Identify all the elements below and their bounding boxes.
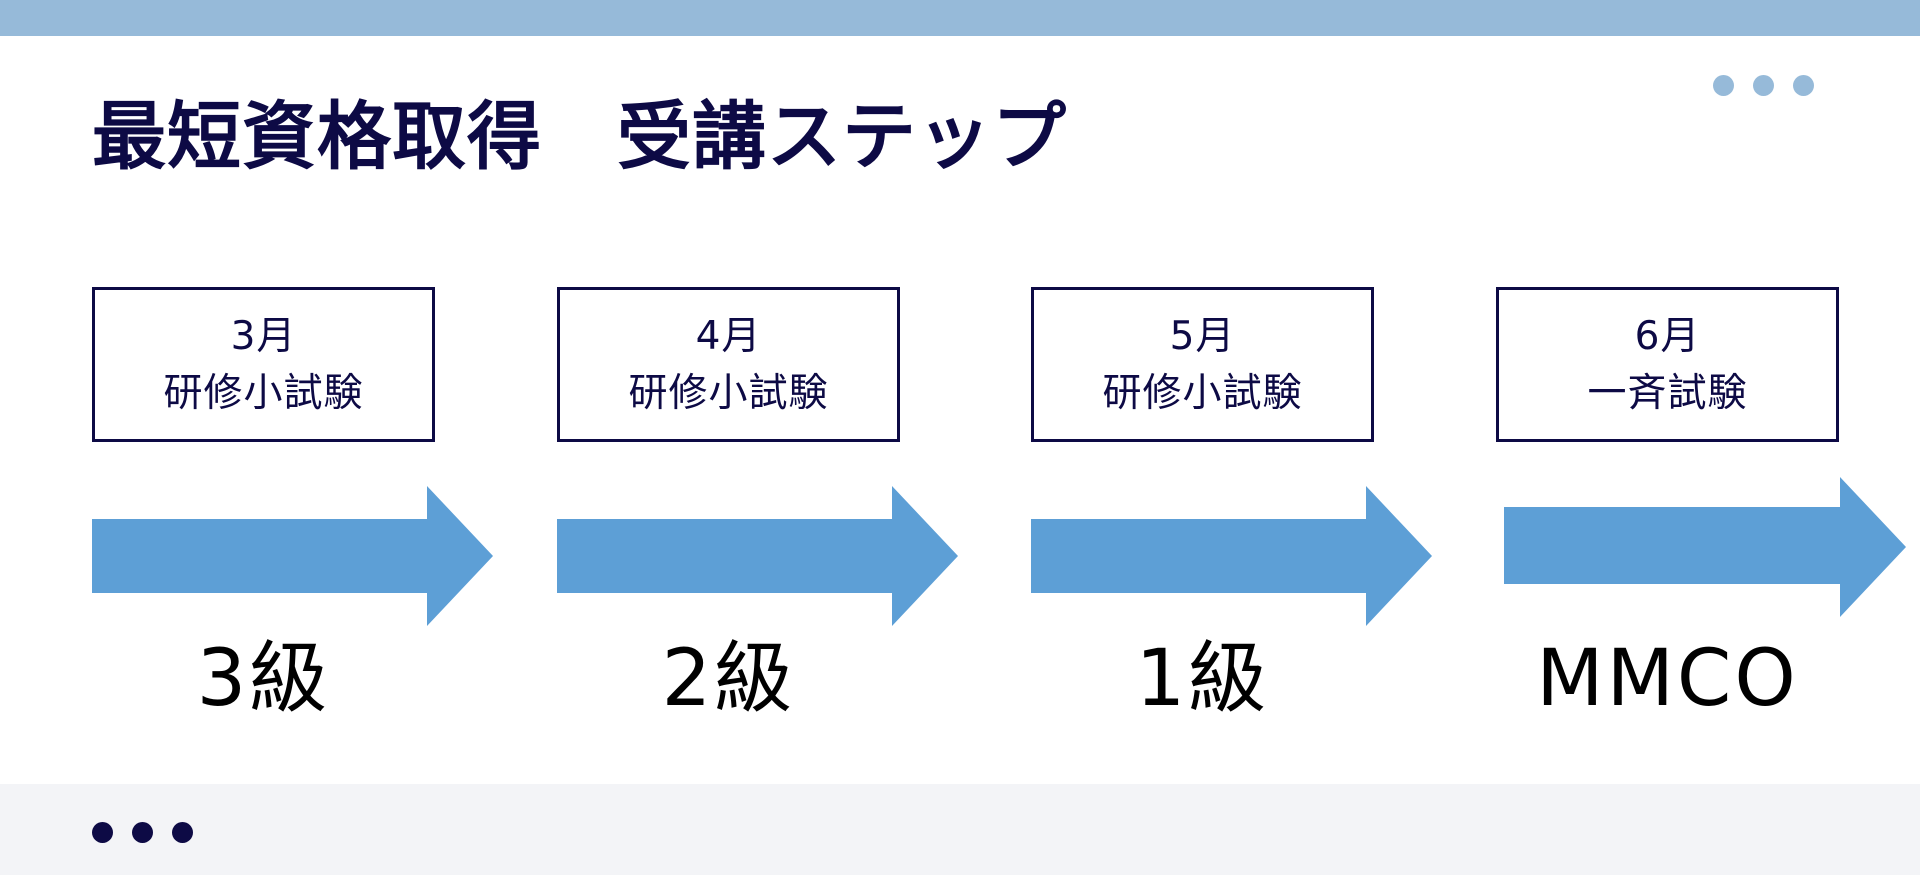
- decor-dot-icon: [1753, 75, 1774, 96]
- decor-dot-icon: [172, 822, 193, 843]
- step-month: 3月: [230, 313, 297, 359]
- decor-dot-icon: [132, 822, 153, 843]
- arrow-right-icon: [557, 486, 958, 626]
- step-box-2: 4月 研修小試験: [557, 287, 900, 442]
- arrow-right-icon: [1031, 486, 1432, 626]
- step-box-4: 6月 一斉試験: [1496, 287, 1839, 442]
- footer-band: [0, 784, 1920, 875]
- top-bar: [0, 0, 1920, 36]
- decor-dot-icon: [92, 822, 113, 843]
- step-month: 4月: [695, 313, 762, 359]
- step-event: 研修小試験: [1102, 370, 1303, 416]
- arrow-right-icon: [1504, 477, 1906, 617]
- step-event: 一斉試験: [1587, 370, 1748, 416]
- level-label: 3級: [196, 634, 331, 724]
- step-month: 6月: [1634, 313, 1701, 359]
- page-title: 最短資格取得 受講ステップ: [92, 94, 1067, 180]
- level-label: MMCO: [1536, 634, 1799, 724]
- decor-dot-icon: [1713, 75, 1734, 96]
- decor-dot-icon: [1793, 75, 1814, 96]
- step-box-3: 5月 研修小試験: [1031, 287, 1374, 442]
- level-label: 1級: [1135, 634, 1270, 724]
- step-month: 5月: [1169, 313, 1236, 359]
- arrow-right-icon: [92, 486, 493, 626]
- step-event: 研修小試験: [163, 370, 364, 416]
- step-box-1: 3月 研修小試験: [92, 287, 435, 442]
- step-event: 研修小試験: [628, 370, 829, 416]
- level-label: 2級: [661, 634, 796, 724]
